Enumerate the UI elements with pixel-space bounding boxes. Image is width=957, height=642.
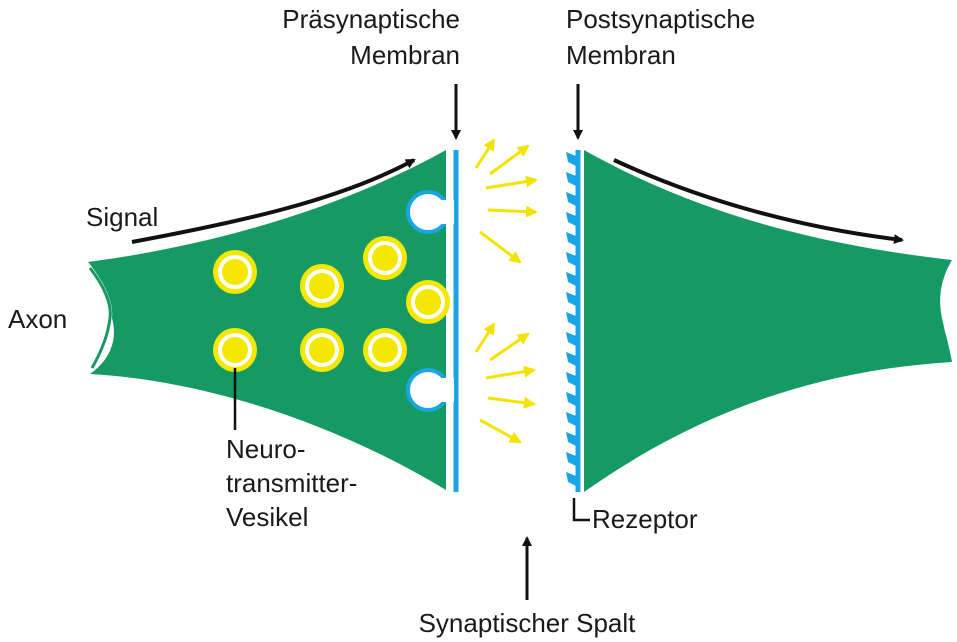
receptor-icon [566, 372, 576, 386]
receptor-icon [566, 352, 576, 366]
receptor-icon [566, 252, 576, 266]
neurotransmitter-arrow-icon [476, 140, 494, 168]
receptor-icon [566, 152, 576, 166]
neurotransmitter-arrow-icon [488, 210, 536, 212]
neurotransmitter-arrow-icon [488, 398, 534, 404]
receptor-icon [566, 172, 576, 186]
receptor-icon [566, 332, 576, 346]
exocytosis-vesicle-top [408, 192, 454, 232]
signal-label: Signal [86, 202, 158, 232]
axon-label: Axon [8, 304, 67, 334]
receptor-icon [566, 472, 576, 486]
neurotransmitter-arrow-icon [486, 180, 536, 188]
receptor-icon [566, 192, 576, 206]
neurotransmitter-group [476, 140, 536, 442]
neurotransmitter-arrow-icon [490, 334, 528, 360]
receptor-bracket [574, 498, 590, 520]
vesicle-icon [300, 328, 344, 372]
receptor-icon [566, 412, 576, 426]
receptor-icon [566, 212, 576, 226]
receptor-icon [566, 312, 576, 326]
neurotransmitter-arrow-icon [476, 324, 494, 352]
vesicle-label-line3: Vesikel [226, 502, 308, 532]
neurotransmitter-arrow-icon [490, 146, 528, 174]
receptor-group [566, 152, 576, 486]
receptor-icon [566, 392, 576, 406]
receptor-icon [566, 232, 576, 246]
vesicle-label-line2: transmitter- [226, 468, 357, 498]
neurotransmitter-arrow-icon [480, 420, 520, 442]
vesicle-icon [363, 328, 407, 372]
post-membrane-label-line2: Membran [566, 40, 676, 70]
vesicle-icon [213, 250, 257, 294]
receptor-label: Rezeptor [592, 504, 698, 534]
vesicle-icon [363, 236, 407, 280]
postsynaptic-cell [584, 150, 952, 492]
exocytosis-vesicle-bottom [408, 370, 454, 410]
pre-membrane-label-line2: Membran [350, 40, 460, 70]
receptor-icon [566, 452, 576, 466]
cleft-label: Synaptischer Spalt [419, 608, 637, 638]
receptor-icon [566, 432, 576, 446]
receptor-icon [566, 292, 576, 306]
post-membrane-label-line1: Postsynaptische [566, 4, 755, 34]
vesicle-icon [300, 264, 344, 308]
vesicle-label-line1: Neuro- [226, 434, 305, 464]
neurotransmitter-arrow-icon [480, 232, 520, 262]
pre-membrane-label-line1: Präsynaptische [282, 4, 460, 34]
receptor-icon [566, 272, 576, 286]
neurotransmitter-arrow-icon [486, 370, 534, 378]
vesicle-icon [406, 280, 450, 324]
vesicle-icon [213, 328, 257, 372]
